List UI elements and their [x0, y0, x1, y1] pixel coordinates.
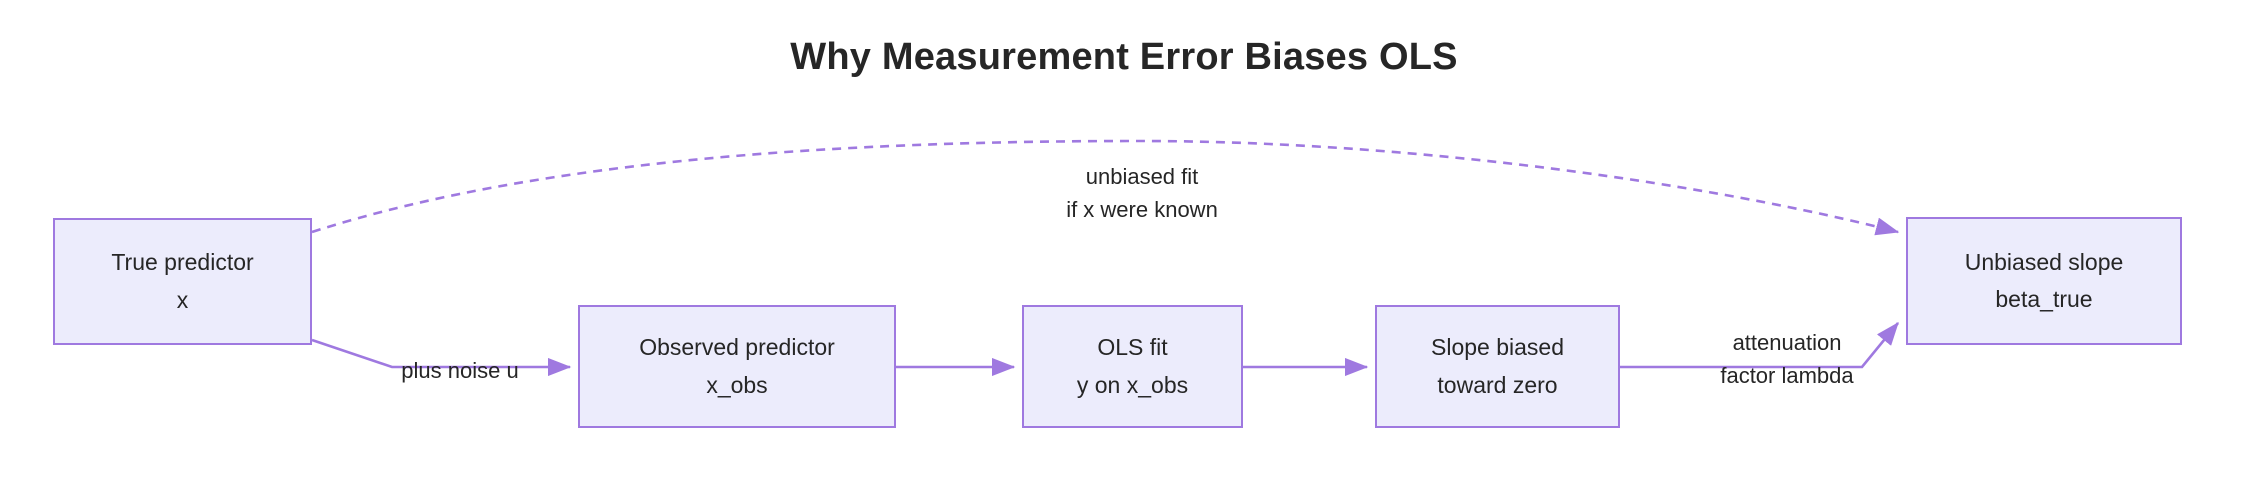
page-title: Why Measurement Error Biases OLS — [790, 36, 1458, 78]
node-slope-biased-line2: toward zero — [1437, 371, 1558, 398]
node-true-predictor-line2: x — [176, 286, 189, 313]
edge-label-attenuation: attenuation factor lambda — [1680, 326, 1894, 392]
edge-label-attenuation-line1: attenuation — [1732, 330, 1842, 355]
node-observed-predictor-line2: x_obs — [706, 371, 768, 398]
node-ols-fit[interactable]: OLS fit y on x_obs — [1022, 305, 1243, 428]
node-observed-predictor-line1: Observed predictor — [639, 334, 835, 361]
edge-label-unbiased-fit-line1: unbiased fit — [1085, 164, 1199, 189]
node-true-predictor[interactable]: True predictor x — [53, 218, 312, 345]
node-ols-fit-line2: y on x_obs — [1076, 371, 1189, 398]
edge-label-attenuation-line2: factor lambda — [1720, 363, 1854, 388]
edge-label-unbiased-fit: unbiased fit if x were known — [1040, 160, 1244, 226]
node-true-predictor-line1: True predictor — [111, 249, 254, 276]
node-unbiased-slope[interactable]: Unbiased slope beta_true — [1906, 217, 2182, 345]
edge-label-plus-noise-line1: plus noise u — [401, 358, 519, 383]
node-unbiased-slope-line1: Unbiased slope — [1964, 248, 2124, 275]
edge-slope-to-unbiased — [1620, 321, 1900, 369]
edge-label-unbiased-fit-line2: if x were known — [1066, 197, 1218, 222]
edge-label-plus-noise: plus noise u — [370, 354, 550, 387]
node-slope-biased[interactable]: Slope biased toward zero — [1375, 305, 1620, 428]
edge-true-to-unbiased — [311, 139, 1900, 236]
edge-true-to-observed — [311, 338, 572, 377]
node-observed-predictor[interactable]: Observed predictor x_obs — [578, 305, 896, 428]
node-slope-biased-line1: Slope biased — [1431, 334, 1564, 361]
node-unbiased-slope-line2: beta_true — [1995, 286, 2093, 312]
node-ols-fit-line1: OLS fit — [1097, 334, 1168, 361]
